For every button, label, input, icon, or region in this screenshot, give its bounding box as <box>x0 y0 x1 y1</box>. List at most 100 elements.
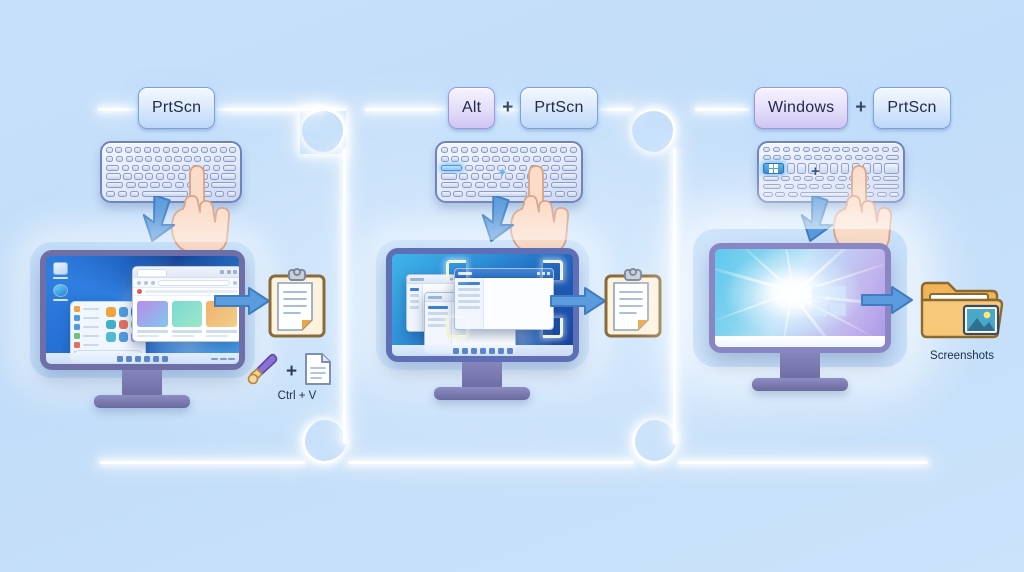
connector-line-top-right <box>695 108 750 111</box>
keyboard-key-windows-highlighted[interactable] <box>763 162 785 174</box>
divider-line-1 <box>343 148 346 444</box>
capture-flash-effect <box>715 249 885 347</box>
screenshots-folder-label: Screenshots <box>930 350 994 362</box>
arrow-to-clipboard-1 <box>213 286 271 321</box>
taskbar-clock <box>211 357 235 360</box>
content-card <box>171 301 203 337</box>
taskbar-icon-start[interactable] <box>117 355 123 362</box>
connector-corner-round-4 <box>632 420 676 464</box>
panel-alt-prtscn: Alt + PrtScn ✦ <box>352 0 682 572</box>
screenshots-folder-group[interactable]: Screenshots <box>910 278 1014 362</box>
divider-line-2 <box>673 148 676 444</box>
browser-titlebar[interactable] <box>133 267 239 278</box>
desktop-icon-edge[interactable] <box>53 284 68 301</box>
connector-corner-round-1 <box>302 108 346 152</box>
hand-pointing-2 <box>502 157 594 253</box>
keycap-prtscn[interactable]: PrtScn <box>520 87 598 129</box>
clipboard-icon <box>604 268 662 343</box>
taskbar-icon[interactable] <box>135 355 141 362</box>
taskbar-icon[interactable] <box>126 355 132 362</box>
taskbar-icon[interactable] <box>144 355 150 362</box>
folder-image-icon <box>918 281 1006 346</box>
capture-bracket-bottom-right <box>543 318 563 338</box>
panel-win-prtscn: Windows + PrtScn + <box>682 0 1024 572</box>
window-controls[interactable] <box>220 270 237 274</box>
monitor-base-3 <box>752 378 848 391</box>
taskbar-icon[interactable] <box>162 355 168 362</box>
paste-target-group: + <box>247 352 332 391</box>
taskbar-icon-start[interactable] <box>452 347 459 354</box>
keyboard-key-alt-highlighted[interactable] <box>441 164 463 171</box>
keyboard-1[interactable] <box>100 141 242 203</box>
browser-bookmarks <box>133 288 239 296</box>
connector-line-top-mid <box>365 108 633 111</box>
keycap-prtscn[interactable]: PrtScn <box>138 87 216 129</box>
key-plus-sign: + <box>855 97 867 118</box>
keyboard-3[interactable]: + <box>757 141 905 203</box>
key-combo-prtscn: PrtScn <box>138 87 216 129</box>
keycap-alt[interactable]: Alt <box>448 87 496 129</box>
monitor-neck-2 <box>462 362 502 390</box>
paste-plus-sign: + <box>286 360 298 382</box>
taskbar-icon[interactable] <box>479 347 486 354</box>
keyboard-keys <box>106 147 237 197</box>
keyboard-2[interactable]: ✦ <box>435 141 583 203</box>
key-combo-alt-prtscn: Alt + PrtScn <box>448 87 598 129</box>
taskbar-icon[interactable] <box>470 347 477 354</box>
taskbar[interactable] <box>392 345 573 356</box>
key-combo-win-prtscn: Windows + PrtScn <box>754 87 951 129</box>
monitor-2 <box>386 248 579 362</box>
monitor-screen-desktop <box>46 256 239 364</box>
taskbar[interactable] <box>46 353 239 364</box>
monitor-neck-1 <box>122 370 162 398</box>
browser-window[interactable] <box>132 266 239 342</box>
clipboard-icon <box>268 268 326 343</box>
connector-corner-round-3 <box>632 108 676 152</box>
forward-icon[interactable] <box>144 280 148 285</box>
taskbar-icon[interactable] <box>497 347 504 354</box>
monitor-frame <box>386 248 579 362</box>
browser-toolbar <box>133 278 239 288</box>
keyboard-plus-sign: + <box>811 163 820 180</box>
favicon-icon <box>137 289 142 294</box>
monitor-screen-windows <box>392 254 573 356</box>
keycap-prtscn[interactable]: PrtScn <box>873 87 951 129</box>
back-icon[interactable] <box>137 280 141 285</box>
taskbar-icon[interactable] <box>461 347 468 354</box>
taskbar <box>715 336 885 347</box>
monitor-base-1 <box>94 395 190 408</box>
taskbar-icon[interactable] <box>506 347 513 354</box>
capture-bracket-top-left <box>446 260 466 280</box>
taskbar-icon[interactable] <box>488 347 495 354</box>
sparkle-icon: ✦ <box>497 165 508 180</box>
taskbar-icon[interactable] <box>153 355 159 362</box>
down-arrow-2 <box>476 194 522 249</box>
connector-line-bottom-left <box>100 461 305 464</box>
arrow-to-clipboard-2 <box>549 286 607 321</box>
windows-logo-icon <box>769 163 779 173</box>
reload-icon[interactable] <box>151 280 155 285</box>
address-bar[interactable] <box>158 279 230 286</box>
monitor-frame <box>40 250 245 370</box>
star-icon[interactable] <box>233 280 237 285</box>
keyboard-keys <box>441 147 578 197</box>
windows-logo-watermark <box>811 286 846 317</box>
desktop-icon-recycle-bin[interactable] <box>53 262 68 279</box>
ctrl-v-label: Ctrl + V <box>277 390 317 402</box>
active-window[interactable] <box>454 268 554 330</box>
monitor-1 <box>40 250 245 370</box>
panel-prtscn: PrtScn <box>0 0 352 572</box>
hand-pointing-3 <box>825 157 917 253</box>
hand-pointing-1 <box>163 157 255 253</box>
browser-tab[interactable] <box>137 268 167 276</box>
down-arrow-3 <box>795 194 841 249</box>
capture-bracket-top-right <box>543 260 563 280</box>
connector-line-bottom-right <box>678 461 928 464</box>
content-card <box>137 301 168 337</box>
monitor-neck-3 <box>780 353 820 381</box>
connector-line-bottom-mid <box>348 461 634 464</box>
document-icon <box>304 352 332 391</box>
capture-bracket-bottom-left <box>446 318 466 338</box>
keycap-windows[interactable]: Windows <box>754 87 849 129</box>
